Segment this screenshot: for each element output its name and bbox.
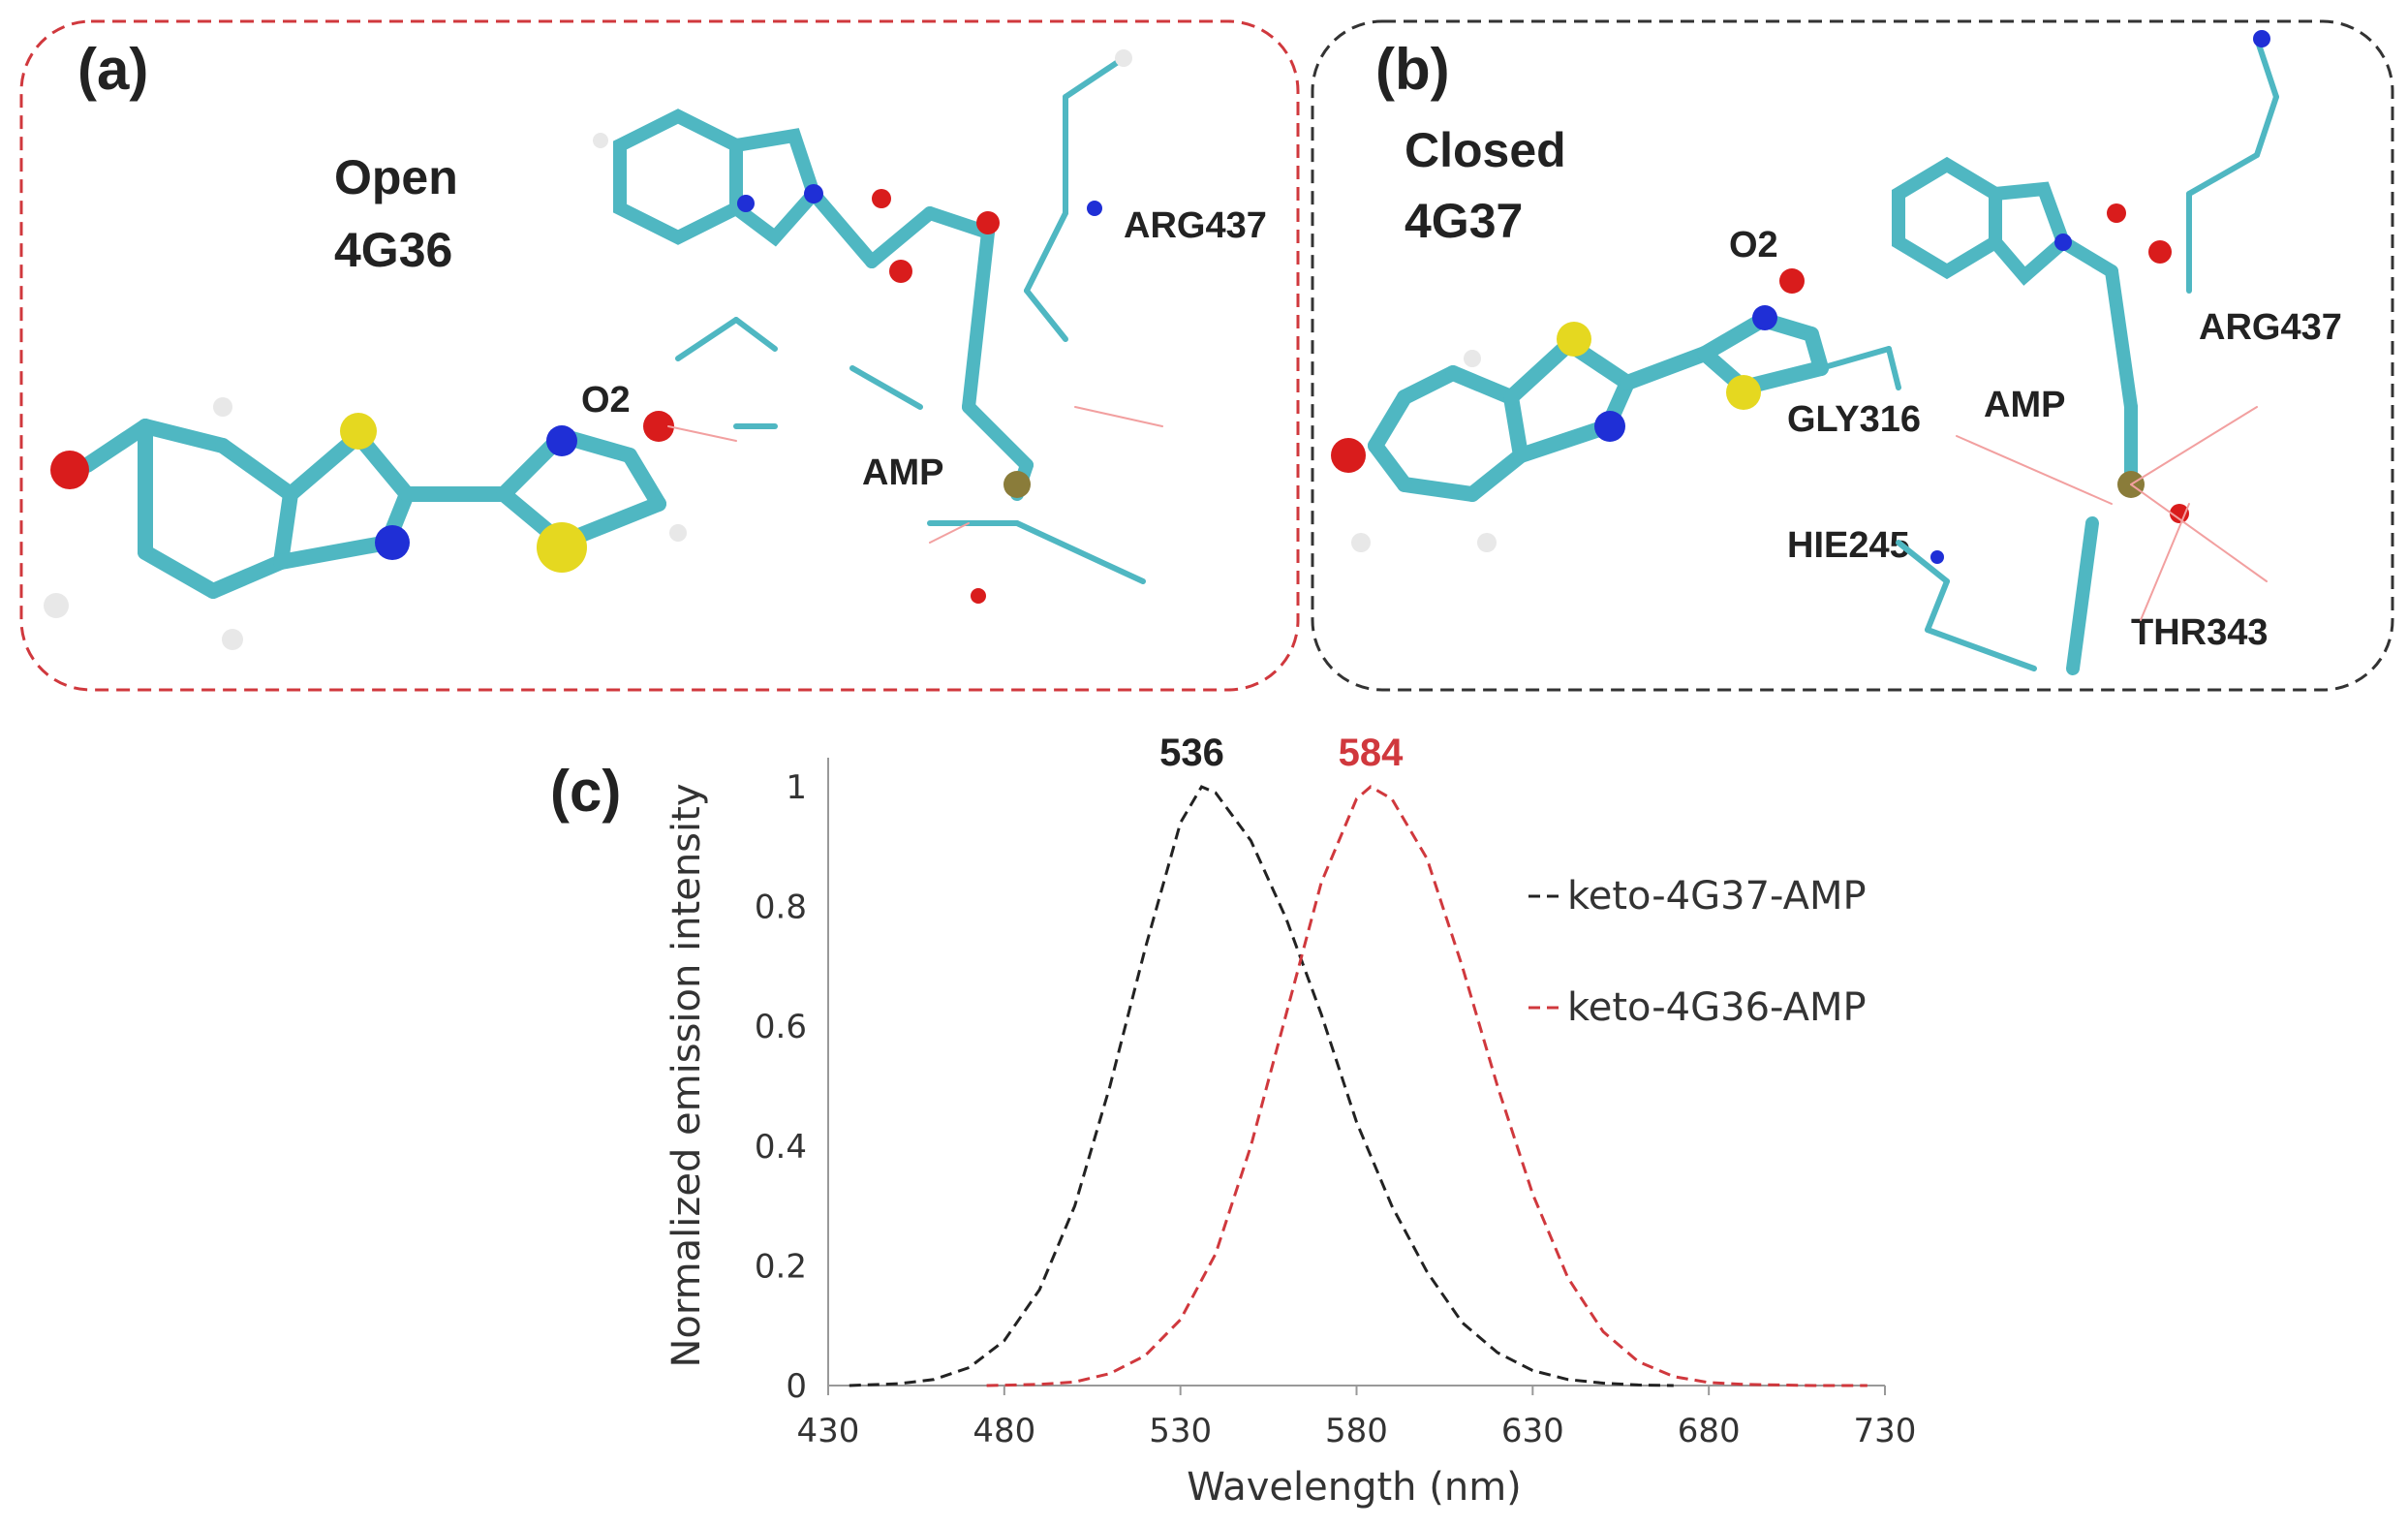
- x-axis-title: Wavelength (nm): [1187, 1465, 1522, 1510]
- panel-a-border: [19, 19, 1300, 692]
- panel-c-letter: (c): [550, 759, 621, 824]
- panel-b-residue-hie245: HIE245: [1787, 525, 1910, 566]
- y-tick-label: 0.4: [755, 1128, 807, 1167]
- panel-b-luciferin-molecule: [1331, 268, 1829, 552]
- panel-a-residue-arg437: ARG437: [1124, 205, 1267, 246]
- x-tick-labels: 430 480 530 580 630 680 730: [797, 1386, 1917, 1450]
- x-tick-label: 430: [797, 1412, 860, 1450]
- peak-labels: 536 584: [1159, 732, 1404, 774]
- x-tick-label: 580: [1325, 1412, 1388, 1450]
- peak-label-keto-4g37-amp: 536: [1159, 732, 1224, 774]
- panel-a-amp-residue: [593, 49, 1163, 604]
- legend: keto-4G37-AMP keto-4G36-AMP: [1528, 874, 1867, 1030]
- panel-a-state-label: Open: [334, 150, 458, 204]
- series-lines: [849, 785, 1868, 1387]
- y-tick-label: 0.6: [755, 1008, 807, 1046]
- panel-a-pdb-label: 4G36: [334, 223, 452, 277]
- panel-b: (b) Closed 4G37 O2 ARG437 GLY316 AMP HIE…: [1311, 19, 2394, 692]
- y-tick-label: 0.2: [755, 1247, 807, 1286]
- panel-a-o2-label: O2: [581, 380, 631, 421]
- x-tick-label: 730: [1854, 1412, 1917, 1450]
- panel-b-state-label: Closed: [1405, 123, 1566, 177]
- emission-chart: 0 0.2 0.4 0.6 0.8 1 430 480 530 580 630 680 730 536…: [664, 732, 1916, 1510]
- panel-b-residue-amp: AMP: [1984, 385, 2065, 425]
- peak-label-keto-4g36-amp: 584: [1339, 732, 1404, 774]
- y-axis-title: Normalized emission intensity: [664, 784, 709, 1368]
- series-line-keto-4g36-amp: [986, 785, 1868, 1387]
- y-tick-labels: 0 0.2 0.4 0.6 0.8 1: [755, 768, 807, 1406]
- legend-label-keto-4g37-amp: keto-4G37-AMP: [1567, 874, 1867, 919]
- panel-b-border: [1311, 19, 2394, 692]
- panel-a-residue-amp: AMP: [862, 452, 943, 493]
- panel-c: (c) 0 0.2 0.4 0.6 0.8 1 430 480 530 580 630 680 730…: [550, 732, 1916, 1510]
- x-tick-label: 480: [972, 1412, 1035, 1450]
- y-tick-label: 0.8: [755, 888, 807, 927]
- x-tick-label: 680: [1678, 1412, 1741, 1450]
- panel-b-pdb-label: 4G37: [1405, 194, 1523, 248]
- panel-b-residue-gly316: GLY316: [1787, 399, 1921, 440]
- panel-a-letter: (a): [77, 37, 148, 102]
- panel-a-luciferin-molecule: [44, 397, 687, 650]
- x-tick-label: 630: [1501, 1412, 1564, 1450]
- y-tick-label: 1: [786, 768, 807, 807]
- series-line-keto-4g37-amp: [849, 785, 1674, 1387]
- legend-label-keto-4g36-amp: keto-4G36-AMP: [1567, 985, 1867, 1030]
- panel-b-letter: (b): [1375, 37, 1450, 102]
- panel-b-o2-label: O2: [1729, 225, 1778, 265]
- panel-b-residue-arg437: ARG437: [2199, 307, 2342, 348]
- y-tick-label: 0: [786, 1367, 807, 1406]
- x-tick-label: 530: [1149, 1412, 1212, 1450]
- panel-b-residue-thr343: THR343: [2131, 612, 2269, 653]
- panel-b-amp-residue: [1818, 30, 2279, 675]
- panel-a: (a) Open 4G36 O2 ARG437 AMP: [19, 19, 1300, 692]
